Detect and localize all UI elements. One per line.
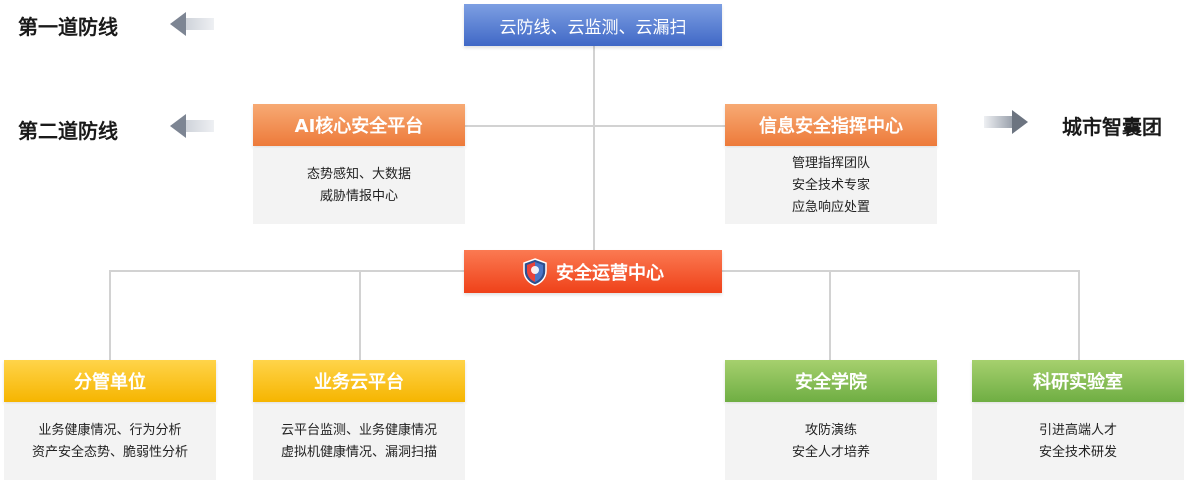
second-defense-label: 第二道防线 — [18, 119, 118, 143]
arrow-left-icon — [170, 114, 214, 138]
unit-header: 分管单位 — [4, 360, 216, 402]
ai-platform-item: 态势感知、大数据 — [306, 167, 411, 182]
unit-body: 业务健康情况、行为分析 资产安全态势、脆弱性分析 — [4, 404, 216, 480]
lab-item: 安全技术研发 — [1038, 445, 1117, 460]
connector-drop-1 — [109, 270, 111, 360]
ai-platform-body: 态势感知、大数据 威胁情报中心 — [253, 148, 465, 224]
connector-top-vertical — [593, 46, 595, 250]
unit-item: 业务健康情况、行为分析 — [38, 423, 182, 438]
connector-drop-3 — [829, 270, 831, 360]
ai-platform-item: 威胁情报中心 — [319, 189, 398, 204]
soc-title: 安全运营中心 — [556, 262, 664, 284]
arrow-right-icon — [984, 110, 1028, 134]
ai-platform-header: AI核心安全平台 — [253, 104, 465, 146]
cloud-defense-node: 云防线、云监测、云漏扫 — [464, 4, 722, 46]
academy-item: 安全人才培养 — [791, 445, 870, 460]
info-center-item: 管理指挥团队 — [791, 156, 870, 171]
biz-cloud-header: 业务云平台 — [253, 360, 465, 402]
arrow-left-icon — [170, 12, 214, 36]
lab-body: 引进高端人才 安全技术研发 — [972, 404, 1184, 480]
biz-cloud-item: 虚拟机健康情况、漏洞扫描 — [280, 445, 437, 460]
academy-header: 安全学院 — [725, 360, 937, 402]
info-center-item: 安全技术专家 — [791, 178, 870, 193]
info-center-body: 管理指挥团队 安全技术专家 应急响应处置 — [725, 148, 937, 224]
connector-drop-4 — [1078, 270, 1080, 360]
connector-middle-horizontal — [465, 125, 725, 127]
academy-body: 攻防演练 安全人才培养 — [725, 404, 937, 480]
soc-node: 安全运营中心 — [464, 250, 722, 293]
think-tank-label: 城市智囊团 — [1062, 115, 1162, 139]
academy-item: 攻防演练 — [804, 423, 857, 438]
biz-cloud-body: 云平台监测、业务健康情况 虚拟机健康情况、漏洞扫描 — [253, 404, 465, 480]
connector-drop-2 — [359, 270, 361, 360]
info-center-header: 信息安全指挥中心 — [725, 104, 937, 146]
shield-icon — [522, 257, 548, 286]
unit-item: 资产安全态势、脆弱性分析 — [31, 445, 188, 460]
first-defense-label: 第一道防线 — [18, 15, 118, 39]
lab-item: 引进高端人才 — [1038, 423, 1117, 438]
info-center-item: 应急响应处置 — [791, 200, 870, 215]
biz-cloud-item: 云平台监测、业务健康情况 — [280, 423, 437, 438]
lab-header: 科研实验室 — [972, 360, 1184, 402]
